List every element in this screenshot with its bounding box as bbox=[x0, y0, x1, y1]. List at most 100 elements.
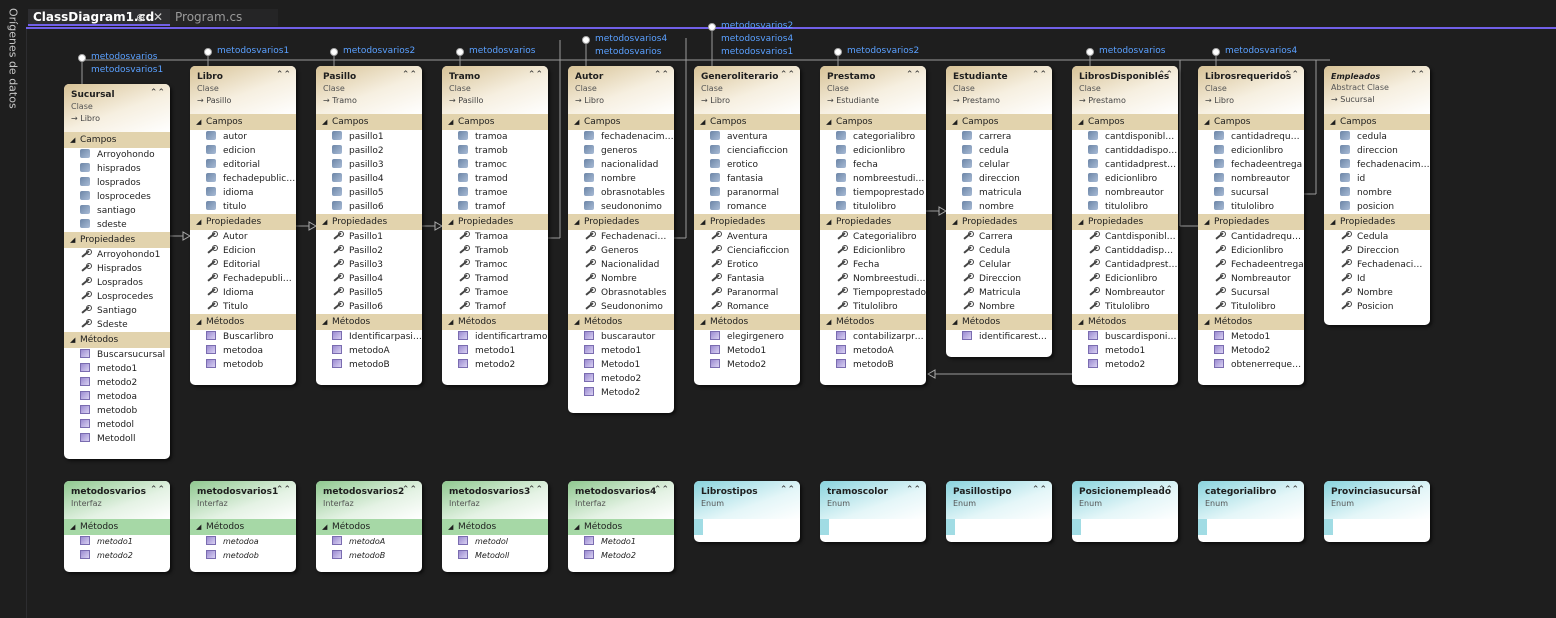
member-method[interactable]: Buscarlibro bbox=[190, 330, 296, 344]
member-propertie[interactable]: Paranormal bbox=[694, 286, 800, 300]
member-propertie[interactable]: Nombre bbox=[568, 272, 674, 286]
close-icon[interactable]: ✕ bbox=[153, 10, 164, 24]
member-field[interactable]: paranormal bbox=[694, 186, 800, 200]
lollipop-icon[interactable] bbox=[1212, 48, 1220, 56]
section-toggle-icon[interactable]: ◢ bbox=[322, 318, 328, 326]
section-toggle-icon[interactable]: ◢ bbox=[1330, 218, 1336, 226]
member-field[interactable]: fantasia bbox=[694, 172, 800, 186]
member-propertie[interactable]: Fecha bbox=[820, 258, 926, 272]
member-field[interactable]: nombreautor bbox=[1198, 172, 1304, 186]
section-toggle-icon[interactable]: ◢ bbox=[322, 118, 328, 126]
member-method[interactable]: metodo1 bbox=[1072, 344, 1178, 358]
member-method[interactable]: metodoa bbox=[64, 390, 170, 404]
member-propertie[interactable]: Editorial bbox=[190, 258, 296, 272]
section-header-methods[interactable]: ◢Métodos bbox=[316, 314, 422, 330]
section-header-properties[interactable]: ◢Propiedades bbox=[1324, 214, 1430, 230]
member-field[interactable]: fechadepublica... bbox=[190, 172, 296, 186]
section-toggle-icon[interactable]: ◢ bbox=[448, 523, 454, 531]
section-toggle-icon[interactable]: ◢ bbox=[1204, 218, 1210, 226]
member-propertie[interactable]: Cienciaficcion bbox=[694, 244, 800, 258]
collapse-chevron-icon[interactable]: ⌃⌃ bbox=[527, 70, 543, 80]
member-method[interactable]: identificarestud... bbox=[946, 330, 1052, 344]
lollipop-label[interactable]: metodosvarios bbox=[595, 47, 662, 57]
member-field[interactable]: tramoe bbox=[442, 186, 548, 200]
member-method[interactable]: metodoB bbox=[316, 549, 422, 563]
section-toggle-icon[interactable]: ◢ bbox=[952, 318, 958, 326]
lollipop-label[interactable]: metodosvarios1 bbox=[91, 65, 164, 75]
section-toggle-icon[interactable]: ◢ bbox=[700, 318, 706, 326]
section-toggle-icon[interactable]: ◢ bbox=[700, 218, 706, 226]
member-field[interactable]: tramoc bbox=[442, 158, 548, 172]
member-propertie[interactable]: Cedula bbox=[1324, 230, 1430, 244]
member-propertie[interactable]: Arroyohondo1 bbox=[64, 248, 170, 262]
member-method[interactable]: metodo1 bbox=[568, 344, 674, 358]
collapse-chevron-icon[interactable]: ⌃⌃ bbox=[275, 70, 291, 80]
member-method[interactable]: metodob bbox=[190, 358, 296, 372]
member-propertie[interactable]: Nombreautor bbox=[1072, 286, 1178, 300]
member-propertie[interactable]: Tramoe bbox=[442, 286, 548, 300]
member-method[interactable]: buscardisponib... bbox=[1072, 330, 1178, 344]
section-header-properties[interactable]: ◢Propiedades bbox=[820, 214, 926, 230]
lollipop-label[interactable]: metodosvarios bbox=[469, 46, 536, 56]
member-field[interactable]: fecha bbox=[820, 158, 926, 172]
section-header-properties[interactable]: ◢Propiedades bbox=[568, 214, 674, 230]
section-toggle-icon[interactable]: ◢ bbox=[1078, 118, 1084, 126]
member-method[interactable]: metodoA bbox=[316, 344, 422, 358]
collapse-chevron-icon[interactable]: ⌃⌃ bbox=[527, 485, 543, 495]
collapse-chevron-icon[interactable]: ⌃⌃ bbox=[653, 70, 669, 80]
section-toggle-icon[interactable]: ◢ bbox=[574, 118, 580, 126]
member-field[interactable]: Arroyohondo bbox=[64, 148, 170, 162]
member-propertie[interactable]: Pasillo6 bbox=[316, 300, 422, 314]
member-method[interactable]: metodoA bbox=[820, 344, 926, 358]
member-propertie[interactable]: Fechadeentrega bbox=[1198, 258, 1304, 272]
member-propertie[interactable]: Losprados bbox=[64, 276, 170, 290]
section-toggle-icon[interactable]: ◢ bbox=[70, 136, 76, 144]
member-field[interactable]: nombre bbox=[946, 200, 1052, 214]
section-toggle-icon[interactable]: ◢ bbox=[952, 118, 958, 126]
collapse-chevron-icon[interactable]: ⌃⌃ bbox=[1409, 70, 1425, 80]
section-header-fields[interactable]: ◢Campos bbox=[316, 114, 422, 130]
section-header-properties[interactable]: ◢Propiedades bbox=[316, 214, 422, 230]
member-field[interactable]: cantdisponibler... bbox=[1072, 130, 1178, 144]
section-toggle-icon[interactable]: ◢ bbox=[196, 218, 202, 226]
member-field[interactable]: editorial bbox=[190, 158, 296, 172]
collapse-chevron-icon[interactable]: ⌃⌃ bbox=[779, 485, 795, 495]
member-method[interactable]: metodo2 bbox=[442, 358, 548, 372]
section-header-fields[interactable]: ◢Campos bbox=[1198, 114, 1304, 130]
member-propertie[interactable]: Erotico bbox=[694, 258, 800, 272]
member-field[interactable]: cantidadprestada bbox=[1072, 158, 1178, 172]
section-header-properties[interactable]: ◢Propiedades bbox=[694, 214, 800, 230]
member-propertie[interactable]: Posicion bbox=[1324, 300, 1430, 314]
member-field[interactable]: aventura bbox=[694, 130, 800, 144]
section-header-properties[interactable]: ◢Propiedades bbox=[442, 214, 548, 230]
collapse-chevron-icon[interactable]: ⌃⌃ bbox=[401, 70, 417, 80]
member-propertie[interactable]: Fechadenacimi... bbox=[568, 230, 674, 244]
member-propertie[interactable]: Tramod bbox=[442, 272, 548, 286]
member-field[interactable]: nombreautor bbox=[1072, 186, 1178, 200]
section-header-methods[interactable]: ◢Métodos bbox=[568, 519, 674, 535]
member-field[interactable]: santiago bbox=[64, 204, 170, 218]
member-propertie[interactable]: Tramob bbox=[442, 244, 548, 258]
member-propertie[interactable]: Fechadenacimi... bbox=[1324, 258, 1430, 272]
data-sources-label[interactable]: Orígenes de datos bbox=[6, 8, 20, 109]
member-field[interactable]: nacionalidad bbox=[568, 158, 674, 172]
member-field[interactable]: direccion bbox=[946, 172, 1052, 186]
member-field[interactable]: edicionlibro bbox=[820, 144, 926, 158]
member-method[interactable]: metodo1 bbox=[64, 535, 170, 549]
member-propertie[interactable]: Tramof bbox=[442, 300, 548, 314]
lollipop-label[interactable]: metodosvarios bbox=[91, 52, 158, 62]
member-method[interactable]: Metodoll bbox=[442, 549, 548, 563]
